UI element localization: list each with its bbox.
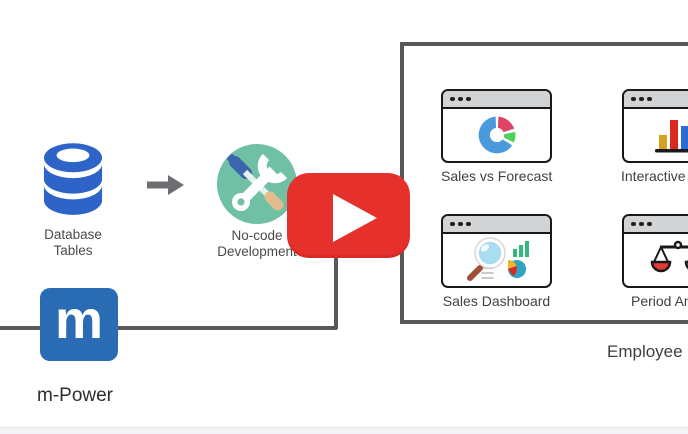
browser-window-interactive [622, 89, 688, 163]
play-button[interactable] [287, 173, 410, 258]
play-triangle-icon [332, 193, 377, 242]
player-progress-strip[interactable] [0, 427, 688, 434]
mpower-label: m-Power [37, 385, 114, 406]
connector-vertical-line [334, 220, 338, 329]
window-label-sales-dashboard: Sales Dashboard [442, 293, 551, 309]
employee-caption: Employee [607, 342, 683, 361]
browser-window-sales-dashboard [441, 214, 552, 288]
magnifier-analytics-icon [466, 236, 529, 281]
window-label-interactive: Interactive [621, 168, 686, 184]
window-menu-dots-icon [624, 216, 688, 234]
applications-box: Sales vs Forecast Interactive Sales Dash… [400, 42, 688, 324]
database-label: Database Tables [44, 227, 102, 258]
browser-window-sales-vs-forecast [441, 89, 552, 163]
window-menu-dots-icon [624, 91, 688, 109]
wrench-screwdriver-icon [217, 144, 297, 224]
mpower-logo: m [40, 288, 118, 361]
window-menu-dots-icon [443, 91, 550, 109]
bar-chart-icon [654, 119, 688, 152]
connector-horizontal-line [0, 326, 337, 330]
nocode-development-label: No-code Development [217, 228, 297, 259]
mpower-logo-letter: m [54, 289, 103, 350]
window-label-period-analysis: Period An [631, 293, 688, 309]
balance-scale-icon [650, 240, 688, 272]
window-menu-dots-icon [443, 216, 550, 234]
database-cylinder-icon [43, 143, 103, 215]
window-label-sales-vs-forecast: Sales vs Forecast [441, 168, 553, 184]
donut-chart-icon [476, 114, 517, 155]
right-arrow-icon [147, 175, 184, 195]
browser-window-period-analysis [622, 214, 688, 288]
